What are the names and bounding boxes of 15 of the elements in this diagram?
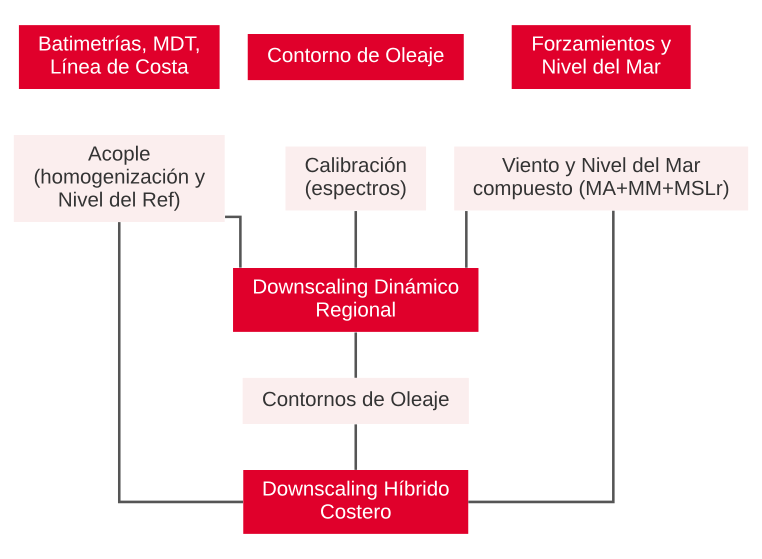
connector — [468, 210, 615, 504]
connector — [354, 211, 358, 268]
node-box: Viento y Nivel del Mar compuesto (MA+MM+MSLr) — [454, 146, 748, 210]
node-box: Forzamientos y Nivel del Mar — [512, 25, 691, 90]
node-box: Batimetrías, MDT, Línea de Costa — [18, 25, 220, 90]
connector — [465, 211, 468, 268]
connector — [354, 424, 358, 470]
node-box: Downscaling Dinámico Regional — [233, 268, 478, 332]
node-box: Contorno de Oleaje — [248, 34, 464, 80]
node-box: Acople (homogenización y Nivel del Ref) — [14, 135, 225, 222]
connector — [354, 332, 358, 378]
connector — [118, 222, 244, 504]
node-box: Calibración (espectros) — [285, 146, 426, 210]
node-box: Contornos de Oleaje — [242, 378, 469, 424]
node-box: Downscaling Híbrido Costero — [243, 470, 468, 534]
